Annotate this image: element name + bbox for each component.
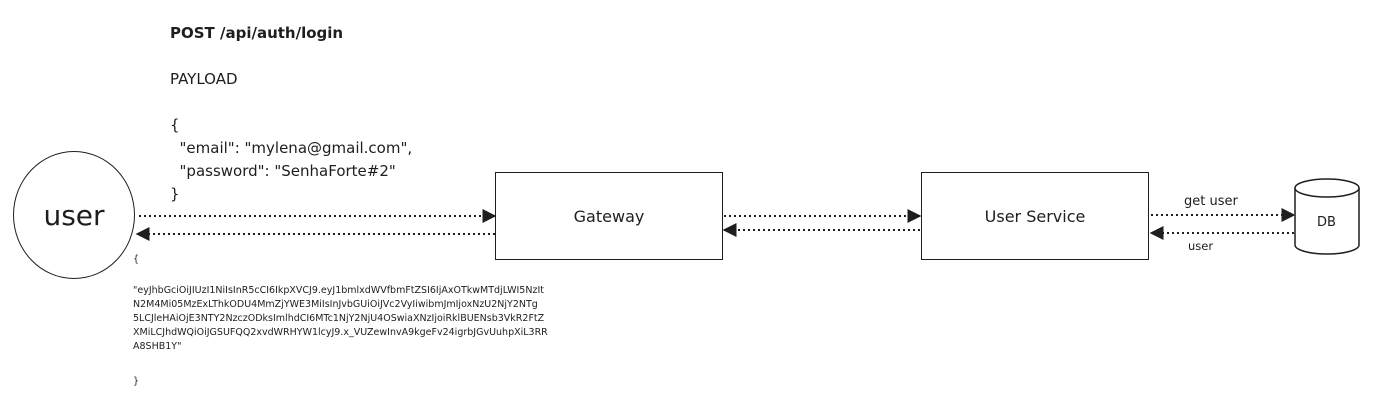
token-line: XMiLCJhdWQiOiJGSUFQQ2xvdWRHYW1lcyJ9.x_VU… [133,327,548,338]
response-open-brace: { [133,254,140,265]
request-title: POST /api/auth/login [170,24,344,42]
db-cylinder [1294,178,1360,255]
db-node-label: DB [1317,215,1336,230]
user-service-node-label: User Service [984,206,1086,226]
payload-line: "email": "mylena@gmail.com", [170,139,413,157]
token-line: "eyJhbGciOiJIUzI1NiIsInR5cCI6IkpXVCJ9.ey… [133,285,544,296]
user-service-node: User Service [921,172,1149,260]
edge-label-get-user: get user [1184,194,1238,209]
payload-line: "password": "SenhaForte#2" [170,162,396,180]
edge-label-user: user [1188,239,1214,253]
payload-line: } [170,185,180,203]
token-line: A8SHB1Y" [133,341,182,352]
gateway-node: Gateway [495,172,723,260]
user-node-label: user [43,198,105,232]
token-line: 5LCJleHAiOjE3NTY2NzczODksImlhdCI6MTc1NjY… [133,313,545,324]
payload-label: PAYLOAD [170,70,238,88]
gateway-node-label: Gateway [573,206,645,226]
payload-line: { [170,116,180,134]
response-close-brace: } [133,376,140,387]
user-node: user [13,151,135,279]
token-line: N2M4Mi05MzExLThkODU4MmZjYWE3MiIsInJvbGUi… [133,299,538,310]
